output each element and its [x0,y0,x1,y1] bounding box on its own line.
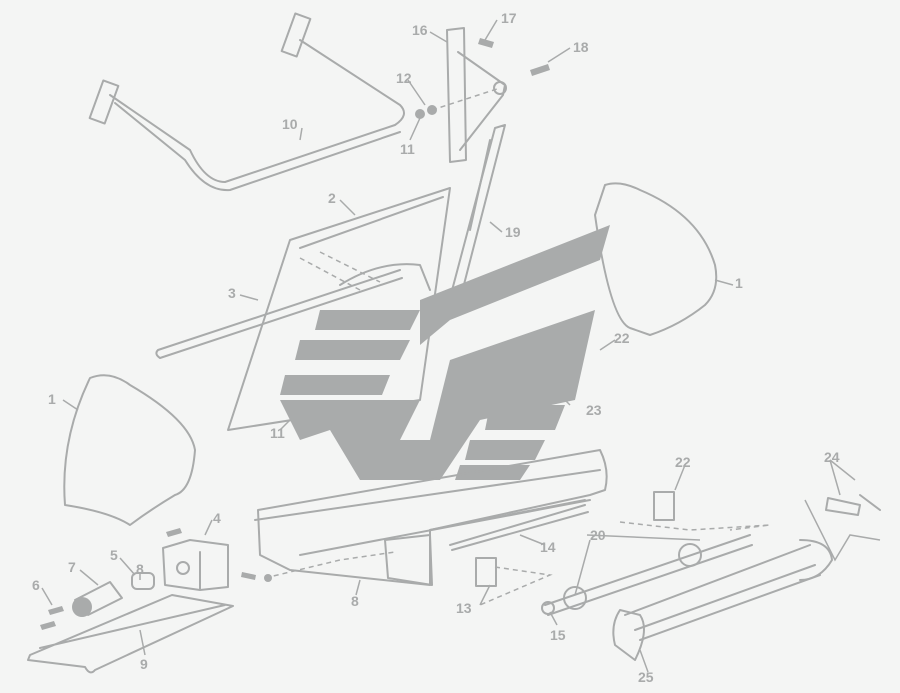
callout-5: 5 [110,547,118,563]
callout-12: 12 [396,70,412,86]
shaft-part-15 [541,534,753,616]
rake-assembly-part-23 [280,225,610,480]
callout-11: 11 [400,141,415,157]
callout-1-right: 1 [735,275,743,291]
callout-22-lower: 22 [675,454,691,470]
callout-17: 17 [501,10,517,26]
callout-9: 9 [140,656,148,672]
callout-2: 2 [328,190,336,206]
link-part-24 [825,494,881,516]
roller-part-25 [612,539,833,661]
callout-4: 4 [213,510,221,526]
callout-14: 14 [540,539,556,555]
callout-18: 18 [573,39,589,55]
callout-11-lower: 11 [270,425,285,441]
callout-7: 7 [68,559,76,575]
callout-20: 20 [590,527,606,543]
rod-part-3 [155,269,403,359]
callout-13: 13 [456,600,472,616]
frame-part-8 [241,449,608,586]
callout-15: 15 [550,627,566,643]
rail-part-14 [449,504,589,551]
coupling-part-5 [131,572,155,590]
callout-23: 23 [586,402,602,418]
callout-10: 10 [282,116,298,132]
bearing-part-13 [475,557,497,587]
callout-3: 3 [228,285,236,301]
bearing-part-22 [653,491,675,521]
side-cover-right-part-1 [594,182,718,336]
callout-19: 19 [505,224,521,240]
callout-8-small: 8 [136,561,144,577]
callout-24: 24 [824,449,840,465]
callout-22-upper: 22 [614,330,630,346]
callout-25: 25 [638,669,654,685]
callout-6: 6 [32,577,40,593]
bracket-part-16 [415,27,550,163]
plate-part-9 [27,594,234,674]
callout-8: 8 [351,593,359,609]
callout-1-left: 1 [48,391,56,407]
handle-bar-part-10 [88,12,405,192]
callout-16: 16 [412,22,428,38]
side-cover-left-part-1 [63,374,196,526]
leader-lines [41,19,856,673]
gearbox-part-4 [162,539,229,591]
